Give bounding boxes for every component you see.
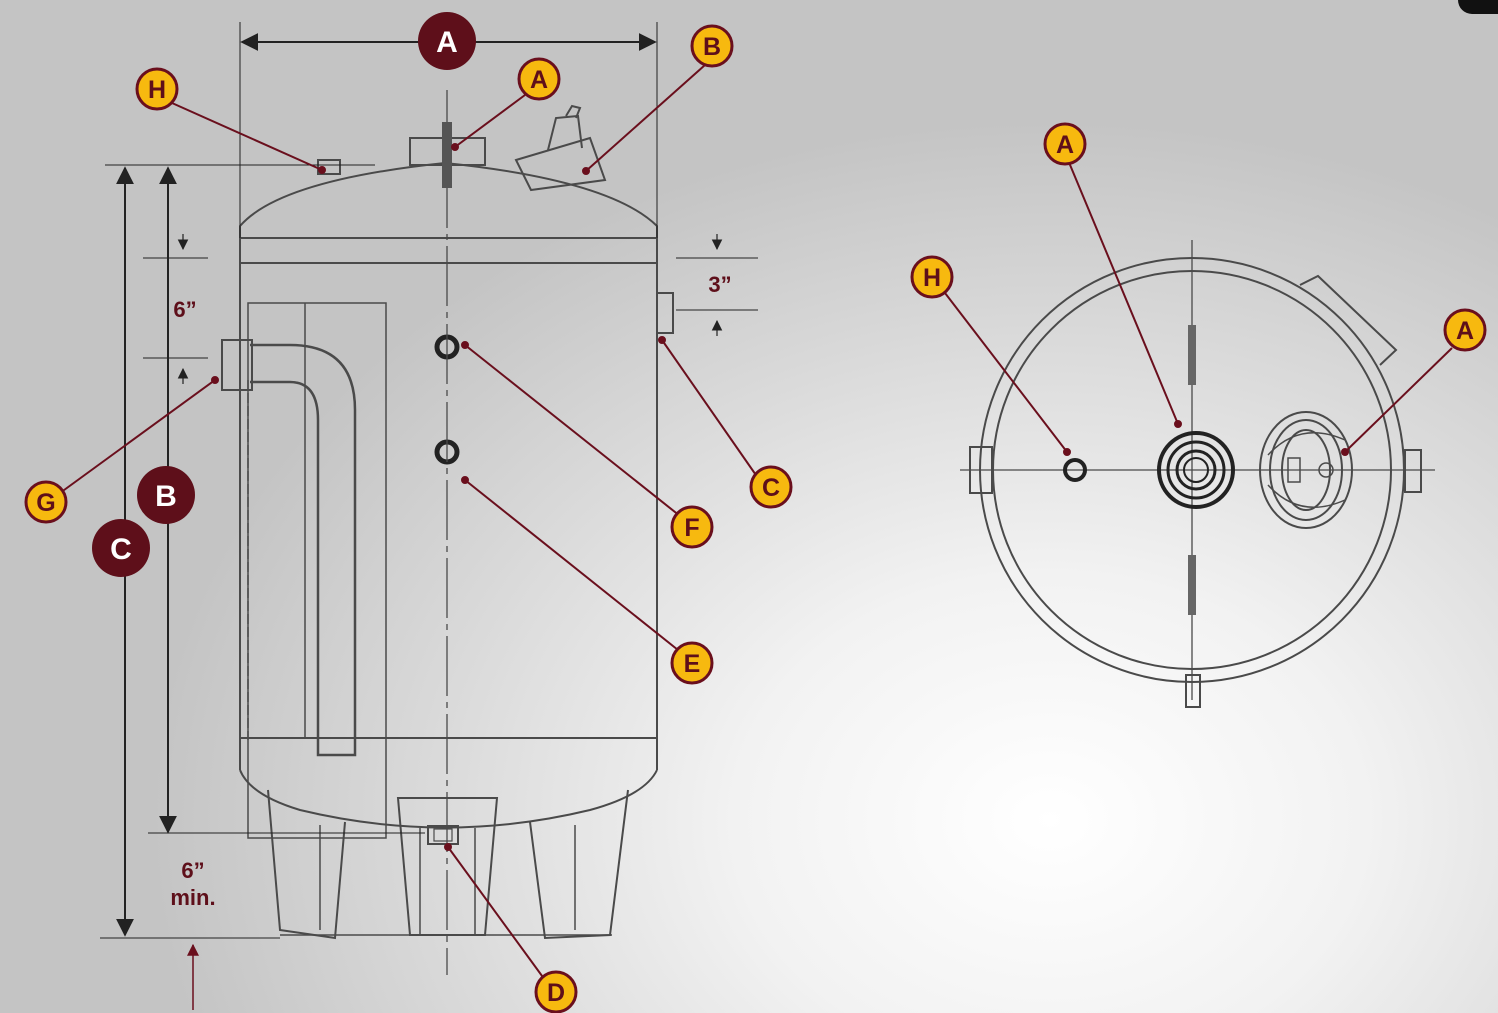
svg-text:B: B — [703, 33, 721, 61]
leg-left — [267, 789, 346, 940]
svg-text:H: H — [148, 76, 166, 104]
svg-text:A: A — [530, 66, 548, 94]
marker-yellow-F1: F — [670, 505, 714, 549]
svg-text:C: C — [762, 474, 780, 502]
dim-bottom-value: 6” — [181, 858, 204, 883]
marker-yellow-E1: E — [670, 641, 714, 685]
dim-upper-left: 6” — [173, 297, 196, 322]
svg-text:A: A — [1456, 317, 1474, 345]
marker-dark-A1: A — [418, 12, 476, 70]
svg-text:C: C — [110, 533, 132, 566]
svg-text:A: A — [1056, 131, 1074, 159]
svg-text:D: D — [547, 979, 565, 1007]
svg-text:G: G — [36, 489, 55, 517]
relief-valve — [514, 136, 607, 192]
dim-upper-right: 3” — [708, 272, 731, 297]
side-view — [221, 90, 674, 975]
dip-tube — [250, 343, 357, 757]
dim-bottom-unit: min. — [170, 885, 215, 910]
top-view-port-small — [1063, 458, 1087, 482]
marker-dark-B1: B — [137, 466, 195, 524]
svg-text:E: E — [684, 650, 701, 678]
marker-yellow-A2: A — [517, 57, 561, 101]
svg-text:H: H — [923, 264, 941, 292]
dimension-labels: 6” 3” 6” min. — [170, 272, 731, 910]
marker-yellow-C2: C — [749, 465, 793, 509]
bottom-head — [239, 769, 658, 829]
marker-yellow-H1: H — [135, 67, 179, 111]
svg-text:F: F — [684, 514, 699, 542]
leader-lines — [59, 64, 1453, 981]
top-view-nozzle — [1157, 431, 1235, 509]
leg-right — [529, 789, 629, 940]
marker-yellow-H2: H — [910, 255, 954, 299]
svg-text:B: B — [155, 480, 177, 513]
svg-text:A: A — [436, 26, 458, 59]
marker-yellow-G1: G — [24, 480, 68, 524]
corner-graphic — [1458, 0, 1498, 14]
dark-markers: A B C — [92, 12, 476, 577]
marker-yellow-D1: D — [534, 970, 578, 1013]
marker-yellow-A3: A — [1043, 122, 1087, 166]
top-fitting-left — [317, 159, 341, 175]
marker-yellow-B2: B — [690, 24, 734, 68]
marker-yellow-A4: A — [1443, 308, 1487, 352]
marker-dark-C1: C — [92, 519, 150, 577]
yellow-markers: H A B C F G E D A H A — [24, 24, 1487, 1013]
top-view — [960, 240, 1435, 708]
top-view-relief-valve — [1259, 411, 1353, 529]
